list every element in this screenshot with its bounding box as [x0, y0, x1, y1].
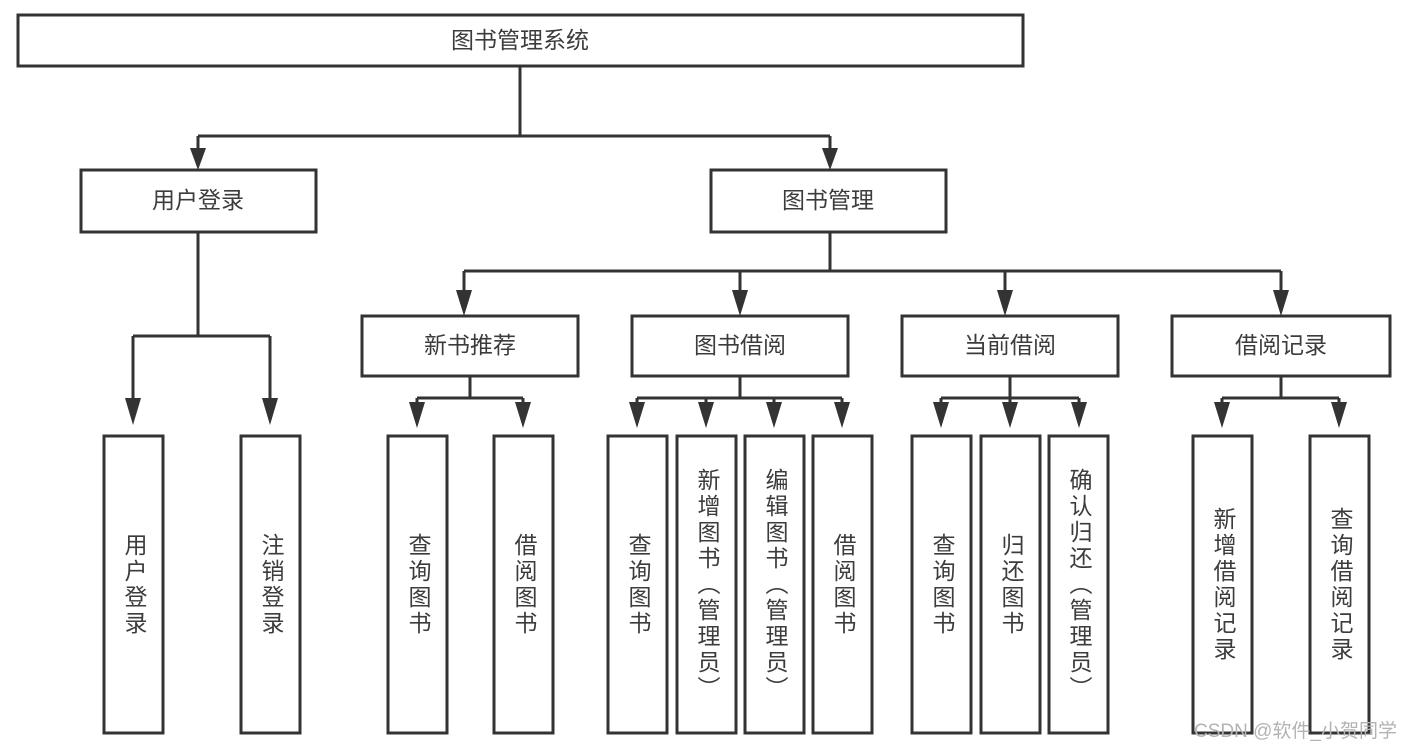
node-label-book-management: 图书管理 — [782, 187, 874, 213]
node-box-leaf-query-book-3[interactable] — [910, 434, 973, 735]
arrow-current-borrow-leaf-3 — [1071, 402, 1087, 428]
node-label-book-borrow: 图书借阅 — [694, 332, 786, 358]
node-box-leaf-borrow-book-2[interactable] — [811, 434, 874, 735]
arrow-root-to-user-login — [190, 148, 206, 170]
arrow-user-login-leaf-1 — [125, 398, 141, 425]
node-label-new-book-recommend: 新书推荐 — [424, 332, 516, 358]
arrow-current-borrow-leaf-1 — [933, 402, 949, 428]
node-box-leaf-borrow-book-1[interactable] — [492, 434, 555, 735]
node-label-root: 图书管理系统 — [451, 27, 589, 53]
node-box-new-book-recommend[interactable] — [360, 314, 580, 378]
arrow-root-to-book-mgmt — [822, 148, 838, 170]
node-box-root[interactable] — [16, 13, 1025, 68]
node-box-leaf-query-book-2[interactable] — [606, 434, 669, 735]
node-box-leaf-add-record[interactable] — [1191, 434, 1254, 735]
node-box-book-management[interactable] — [709, 168, 948, 234]
arrow-borrow-record-leaf-2 — [1331, 402, 1347, 428]
arrow-current-borrow-leaf-2 — [1002, 402, 1018, 428]
arrow-user-login-leaf-2 — [262, 398, 278, 425]
arrow-borrow-record-leaf-1 — [1214, 402, 1230, 428]
arrow-new-book-leaf-2 — [515, 402, 531, 428]
arrow-book-mgmt-child-1 — [456, 290, 472, 316]
connector-group-user-login — [125, 232, 278, 425]
arrow-book-borrow-leaf-3 — [766, 402, 782, 428]
node-box-user-login[interactable] — [79, 168, 318, 234]
connector-group-book-borrow — [629, 376, 850, 428]
arrow-book-mgmt-child-2 — [732, 290, 748, 316]
connector-group-borrow-record — [1214, 376, 1347, 428]
connector-group-new-book — [409, 376, 531, 428]
arrow-book-borrow-leaf-2 — [698, 402, 714, 428]
node-box-leaf-query-book-1[interactable] — [386, 434, 449, 735]
node-box-borrow-record[interactable] — [1170, 314, 1392, 378]
node-box-leaf-confirm-return[interactable] — [1047, 434, 1110, 735]
watermark-text: CSDN @软件_小贺同学 — [1194, 721, 1397, 742]
arrow-book-borrow-leaf-1 — [629, 402, 645, 428]
arrow-book-borrow-leaf-4 — [834, 402, 850, 428]
arrow-new-book-leaf-1 — [409, 402, 425, 428]
arrow-book-mgmt-child-3 — [997, 290, 1013, 316]
node-box-current-borrow[interactable] — [900, 314, 1120, 378]
node-box-leaf-return-book[interactable] — [979, 434, 1042, 735]
node-label-user-login: 用户登录 — [152, 187, 244, 213]
node-label-borrow-record: 借阅记录 — [1235, 332, 1327, 358]
node-box-book-borrow[interactable] — [630, 314, 850, 378]
node-box-leaf-edit-book[interactable] — [743, 434, 806, 735]
connector-group-current-borrow — [933, 376, 1087, 428]
node-box-leaf-query-record[interactable] — [1308, 434, 1371, 735]
connector-group-book-mgmt — [456, 232, 1289, 316]
node-box-leaf-user-login[interactable] — [102, 434, 165, 735]
node-box-leaf-add-book[interactable] — [675, 434, 738, 735]
arrow-book-mgmt-child-4 — [1273, 290, 1289, 316]
node-label-current-borrow: 当前借阅 — [964, 332, 1056, 358]
connector-group-root — [190, 66, 838, 170]
node-box-leaf-logout[interactable] — [239, 434, 302, 735]
